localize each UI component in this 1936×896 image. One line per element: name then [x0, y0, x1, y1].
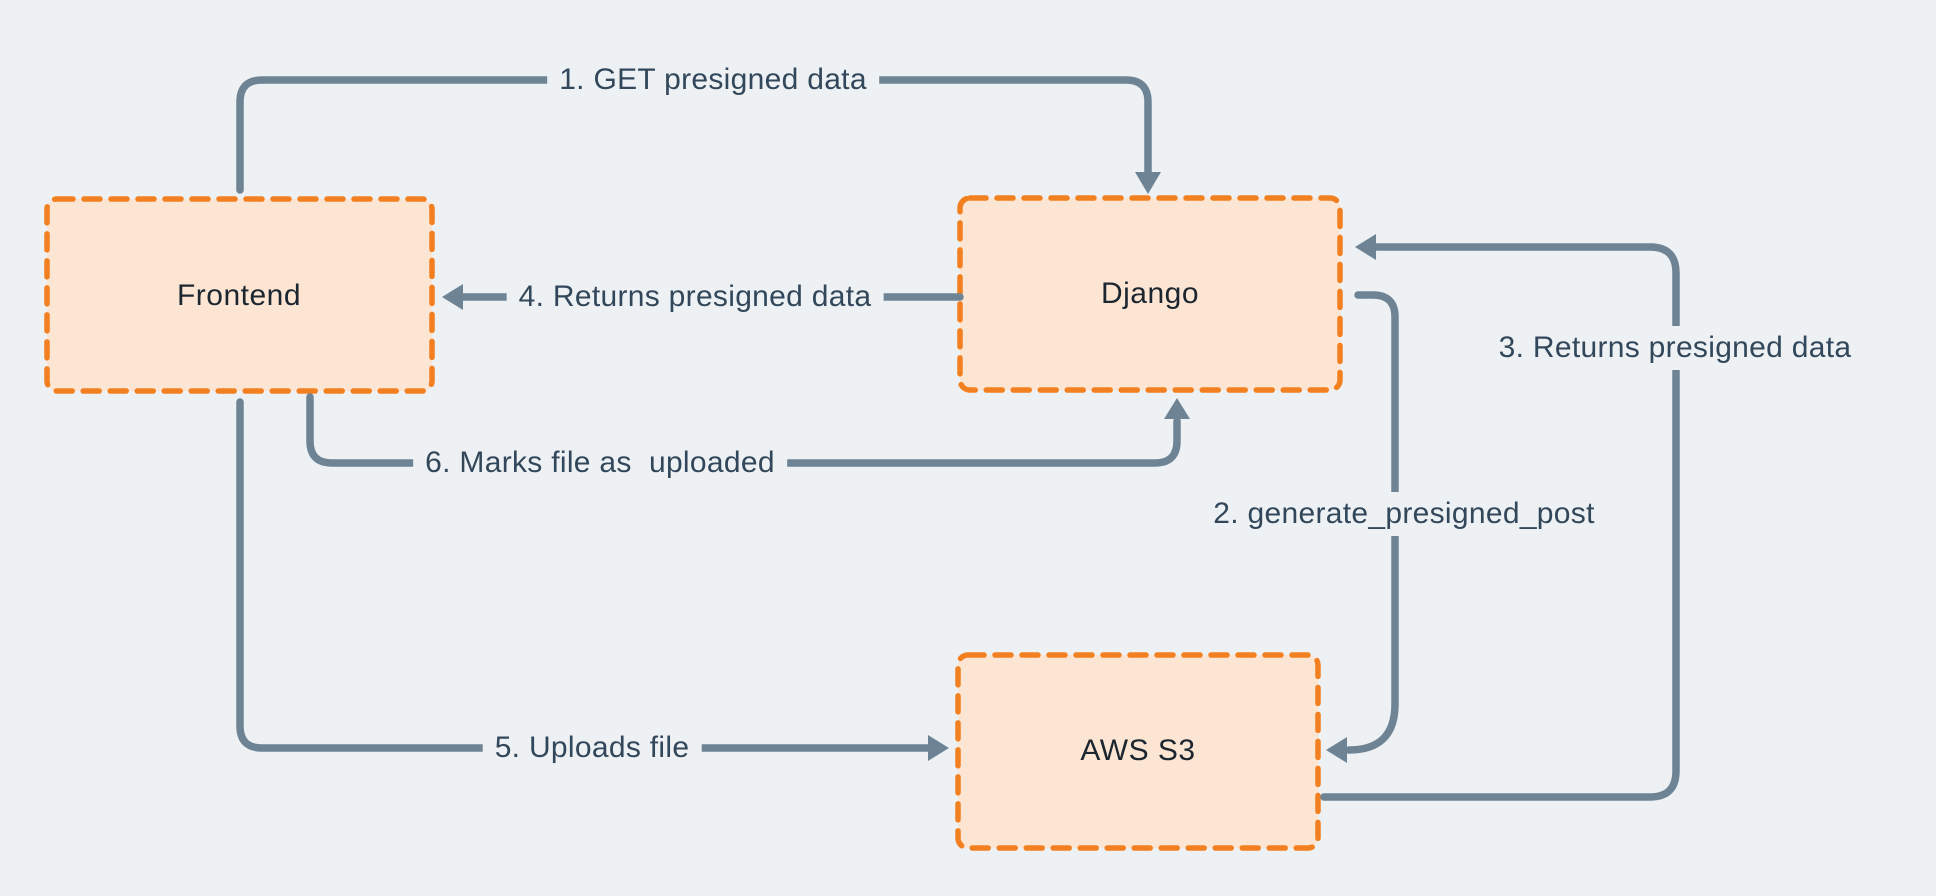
arrow-3-arrowhead: [1355, 234, 1376, 260]
arrow-4-arrowhead: [442, 284, 463, 310]
flow-label-step1: 1. GET presigned data: [547, 58, 879, 102]
flow-label-step4: 4. Returns presigned data: [506, 275, 884, 319]
arrow-1-arrowhead: [1135, 172, 1161, 194]
flow-label-step6: 6. Marks file as uploaded: [413, 441, 787, 485]
flow-label-step5: 5. Uploads file: [482, 726, 702, 770]
arrow-2-arrowhead: [1326, 737, 1347, 763]
arrow-5-line: [236, 398, 934, 752]
node-awss3-box: [955, 652, 1321, 851]
flow-label-step2: 2. generate_presigned_post: [1201, 492, 1607, 536]
arrow-3-line: [1320, 243, 1680, 801]
node-django-label: Django: [1100, 277, 1200, 310]
node-awss3-label: AWS S3: [1080, 734, 1196, 767]
node-frontend-label: Frontend: [176, 279, 302, 312]
arrow-6-arrowhead: [1164, 398, 1190, 419]
flow-label-step3: 3. Returns presigned data: [1486, 326, 1864, 370]
node-frontend-box: [44, 196, 435, 394]
arrow-2-line: [1345, 291, 1399, 754]
arrow-5-arrowhead: [928, 735, 949, 761]
